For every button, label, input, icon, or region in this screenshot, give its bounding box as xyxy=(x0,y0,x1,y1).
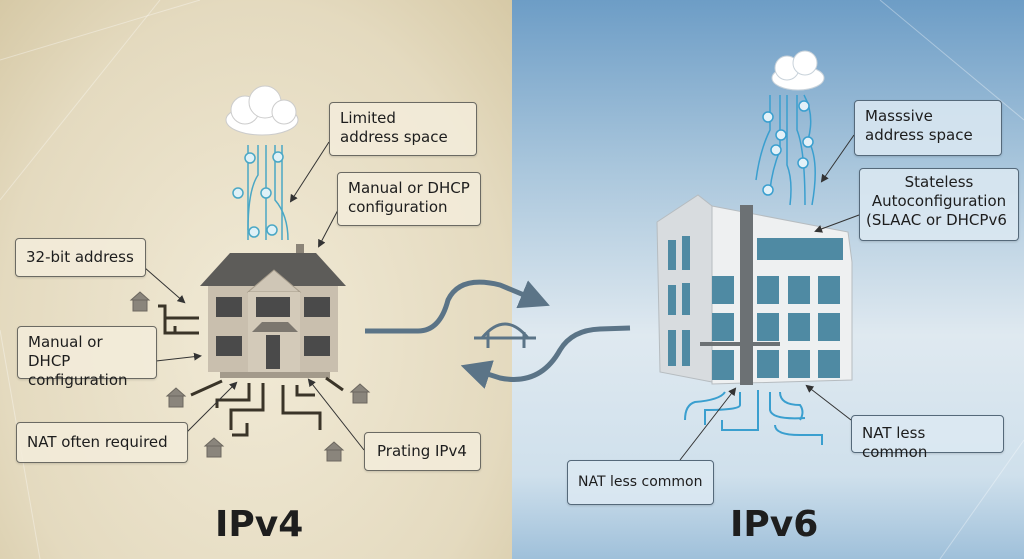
ipv4-cloud-icon xyxy=(225,85,299,136)
label-line: NAT less common xyxy=(862,424,928,461)
label-line: Manual or DHCP xyxy=(348,179,470,197)
label-line: address space xyxy=(865,126,973,144)
label-manual-dhcp-left: Manual or DHCP configuration xyxy=(17,326,157,389)
ipv6-title: IPv6 xyxy=(730,504,819,545)
label-line: Autoconfiguration xyxy=(871,192,1007,210)
ipv4-title: IPv4 xyxy=(215,504,304,545)
label-manual-dhcp-top: Manual or DHCP configuration xyxy=(337,172,481,226)
label-nat-often-required: NAT often required xyxy=(16,422,188,463)
label-line: 32-bit address xyxy=(26,248,134,266)
label-line: (SLAAC or DHCPv6 xyxy=(866,211,1007,229)
small-house-icon xyxy=(203,437,225,458)
ipv4-small-houses xyxy=(129,291,371,462)
ipv6-building-icon xyxy=(656,194,853,385)
label-line: NAT often required xyxy=(27,433,168,451)
label-line: configuration xyxy=(28,371,128,389)
label-limited-address-space: Limited address space xyxy=(329,102,477,156)
label-prating-ipv4: Prating IPv4 xyxy=(364,432,481,471)
transition-arrows xyxy=(365,279,631,389)
ipv6-cloud-wires xyxy=(755,94,816,206)
small-house-icon xyxy=(349,383,371,404)
small-house-icon xyxy=(165,387,187,408)
ipv6-cloud-icon xyxy=(771,50,825,91)
ipv4-house-icon xyxy=(200,244,346,378)
small-house-icon xyxy=(323,441,345,462)
label-stateless-autoconfiguration: Stateless Autoconfiguration (SLAAC or DH… xyxy=(859,168,1019,241)
label-line: NAT less common xyxy=(578,474,703,490)
ipv6-wires xyxy=(684,390,823,445)
label-line: Stateless xyxy=(904,173,974,191)
label-line: address space xyxy=(340,128,448,146)
bridge-icon xyxy=(474,322,536,348)
label-line: Prating IPv4 xyxy=(377,442,467,460)
label-32-bit-address: 32-bit address xyxy=(15,238,146,277)
label-line: Masssive xyxy=(865,107,933,125)
ipv4-label-arrows xyxy=(144,141,365,451)
small-house-icon xyxy=(129,291,151,312)
label-nat-less-common-right: NAT less common xyxy=(851,415,1004,461)
ipv4-wires xyxy=(158,304,344,437)
ipv4-cloud-wires xyxy=(232,145,289,241)
label-nat-less-common-bottom: NAT less common xyxy=(567,460,714,505)
ipv6-label-arrows xyxy=(679,134,860,461)
label-line: configuration xyxy=(348,198,448,216)
label-line: Limited xyxy=(340,109,396,127)
label-line: Manual or DHCP xyxy=(28,333,103,370)
label-massive-address-space: Masssive address space xyxy=(854,100,1002,156)
